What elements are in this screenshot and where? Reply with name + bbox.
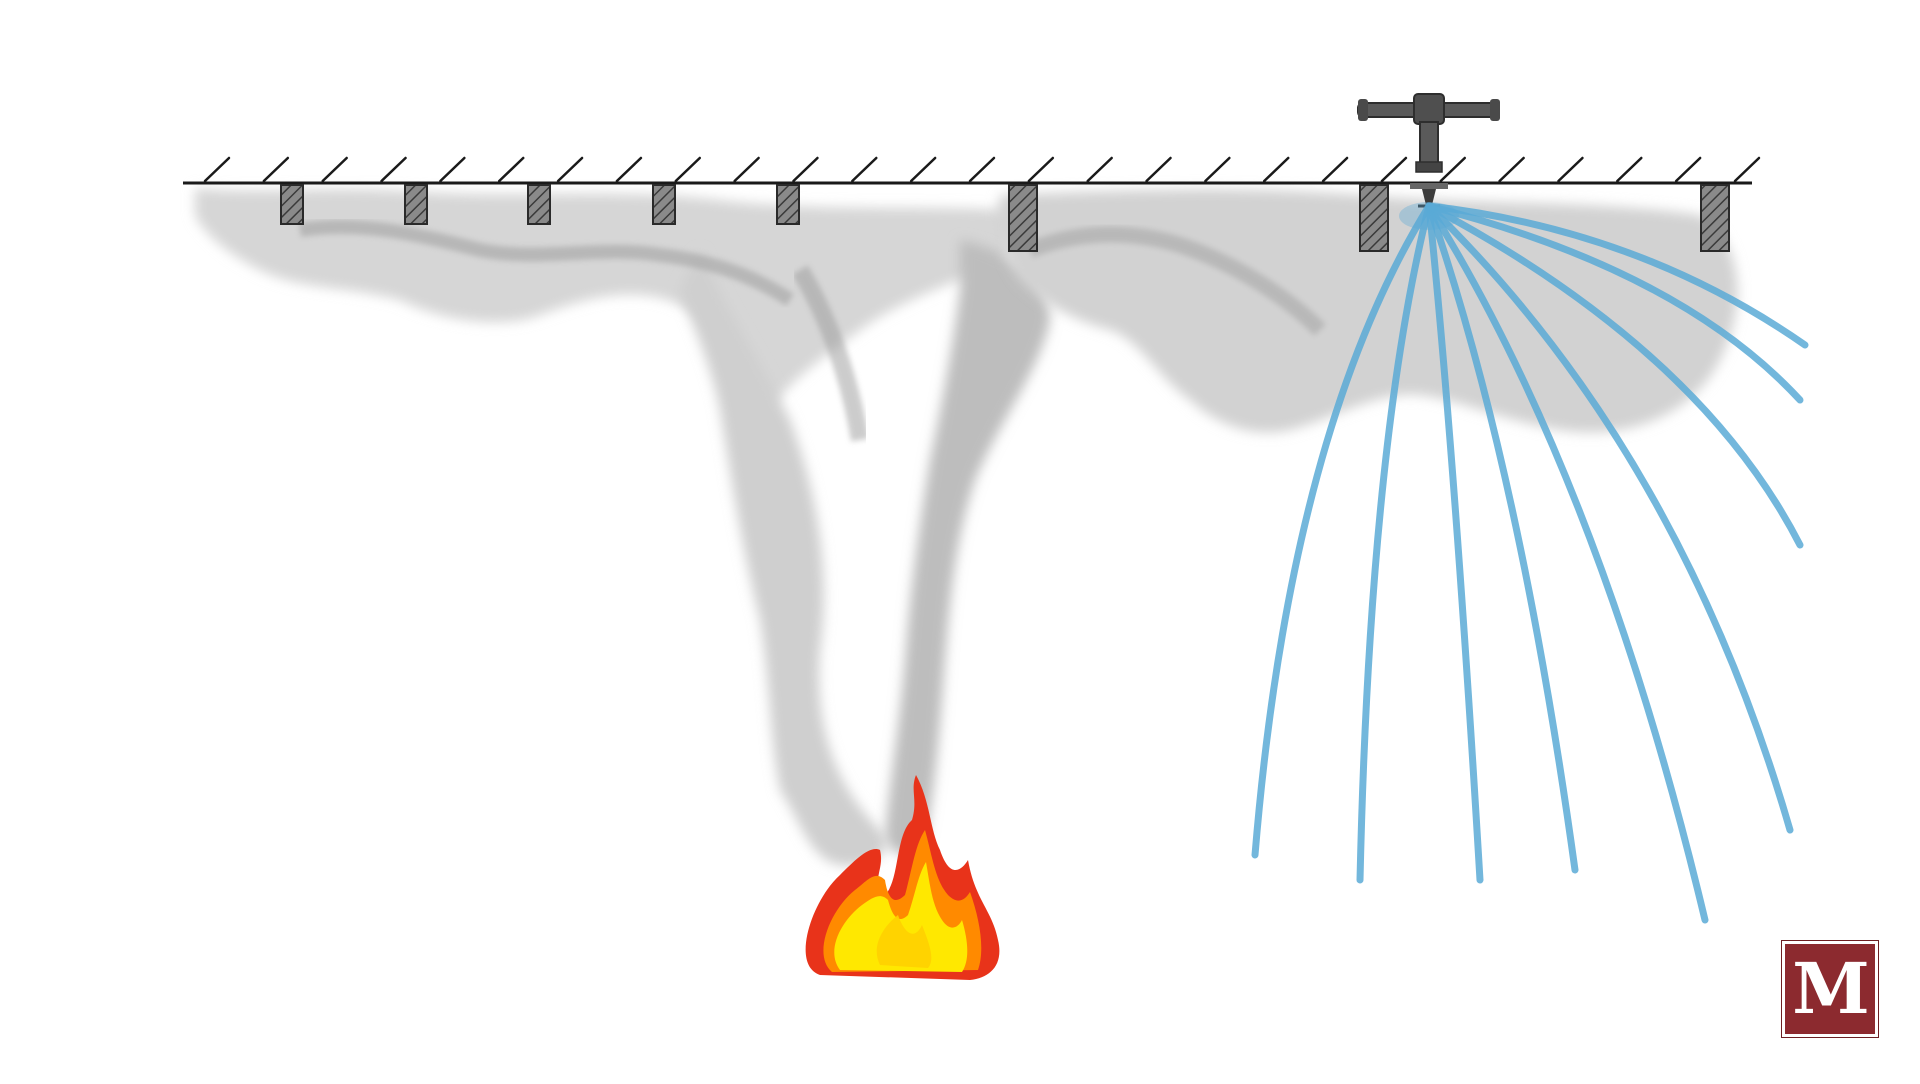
ceiling-hatch-mark bbox=[439, 156, 466, 183]
sprinkler-escutcheon bbox=[1410, 183, 1448, 189]
ceiling-hatch-mark bbox=[792, 156, 819, 183]
smoke-plume bbox=[195, 188, 1738, 866]
ceiling-hatch-mark bbox=[1616, 156, 1643, 183]
ceiling-beam bbox=[527, 184, 551, 225]
water-spray-stream bbox=[1425, 202, 1794, 834]
logo-letter: M bbox=[1792, 947, 1869, 1030]
water-spray-stream bbox=[1425, 202, 1804, 404]
central-smoke-column-right bbox=[885, 240, 1050, 855]
ceiling-hatch-mark bbox=[556, 156, 584, 183]
ceiling-beam-large bbox=[1008, 184, 1038, 252]
ceiling-hatch-mark bbox=[1439, 156, 1467, 183]
sprinkler-collar bbox=[1415, 161, 1443, 173]
ceiling-hatch-mark bbox=[1145, 156, 1172, 183]
sprinkler-deflector bbox=[1422, 189, 1436, 205]
water-spray-stream bbox=[1356, 202, 1433, 884]
ceiling-hatch-mark bbox=[203, 156, 231, 183]
water-spray-stream bbox=[1425, 202, 1804, 549]
ceiling-hatch-mark bbox=[262, 156, 290, 183]
ceiling-beam bbox=[652, 184, 676, 225]
ceiling-hatch-mark bbox=[968, 156, 996, 183]
ceiling-hatch-mark bbox=[321, 156, 348, 183]
sprinkler-head-icon bbox=[1357, 93, 1500, 208]
water-spray-stream bbox=[1425, 202, 1709, 924]
ceiling-hatch-mark bbox=[1498, 156, 1525, 183]
ceiling-hatch-mark bbox=[1733, 156, 1761, 183]
smoke-streak-right bbox=[1027, 226, 1326, 336]
central-smoke-column bbox=[680, 250, 887, 866]
ceiling-hatch-mark bbox=[380, 156, 407, 183]
ceiling-hatch-mark bbox=[1674, 156, 1702, 183]
ceiling-beam bbox=[404, 184, 428, 225]
ceiling-beam bbox=[280, 184, 304, 225]
flame-icon bbox=[805, 775, 1000, 980]
ceiling-hatch-mark bbox=[497, 156, 525, 183]
ceiling-hatch-mark bbox=[1027, 156, 1055, 183]
ceiling-hatch-mark bbox=[909, 156, 937, 183]
flame-inner bbox=[834, 862, 968, 972]
university-m-logo-icon: M bbox=[1782, 941, 1878, 1037]
ceiling-hatch-mark bbox=[615, 156, 643, 183]
smoke-streak-plume bbox=[792, 265, 869, 442]
smoke-streak-left bbox=[298, 219, 794, 306]
ceiling-beam-large bbox=[1700, 184, 1730, 252]
ceiling-hatch-mark bbox=[733, 156, 760, 183]
water-spray-stream bbox=[1425, 202, 1484, 884]
pipe-tee bbox=[1413, 93, 1445, 125]
ceiling-beam-large bbox=[1359, 184, 1389, 252]
ceiling-hatch-mark bbox=[1321, 156, 1349, 183]
ceiling-hatch-mark bbox=[1557, 156, 1584, 183]
ceiling-hatch-mark bbox=[1380, 156, 1408, 183]
ceiling-hatch-mark bbox=[1086, 156, 1113, 183]
water-spray-stream bbox=[1425, 202, 1809, 349]
ceiling-beam bbox=[776, 184, 800, 225]
ceiling-hatching bbox=[203, 156, 1761, 183]
ceiling-hatch-mark bbox=[1204, 156, 1231, 183]
ceiling-beams bbox=[280, 184, 1730, 252]
pipe-fitting-left bbox=[1358, 99, 1368, 121]
flame-core bbox=[876, 915, 932, 968]
water-spray bbox=[1251, 202, 1809, 924]
spray-mist bbox=[1399, 202, 1459, 230]
ceiling-hatch-mark bbox=[851, 156, 878, 183]
pipe-fitting-right bbox=[1490, 99, 1500, 121]
ceiling bbox=[183, 156, 1761, 185]
sprinkler-drop bbox=[1419, 121, 1439, 165]
ceiling-hatch-mark bbox=[674, 156, 702, 183]
water-spray-stream bbox=[1425, 202, 1579, 874]
ceiling-hatch-mark bbox=[1262, 156, 1290, 183]
water-spray-stream bbox=[1251, 202, 1433, 859]
ceiling-jet-smoke-left bbox=[195, 188, 1010, 410]
